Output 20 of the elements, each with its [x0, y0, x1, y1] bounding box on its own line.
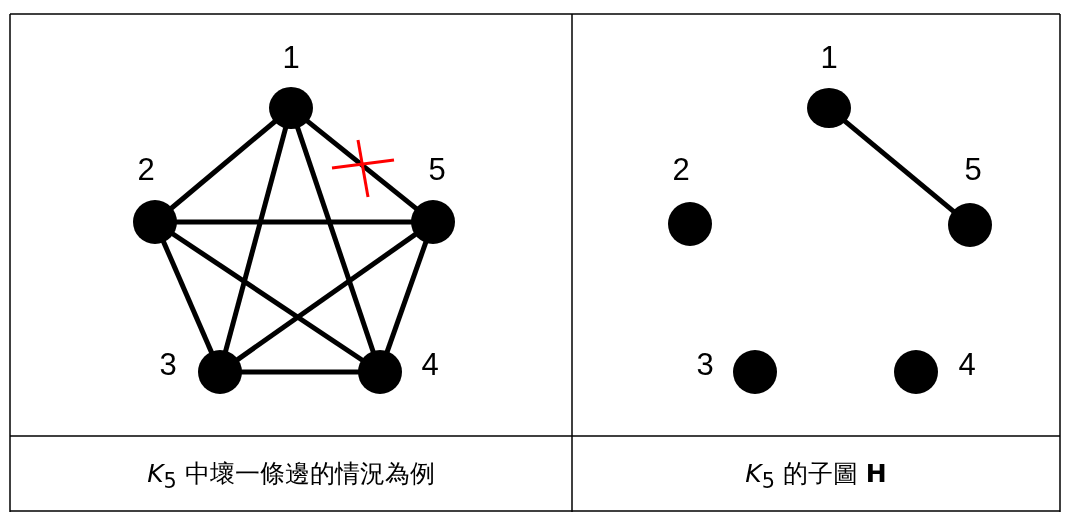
- vertex-number: 1: [282, 41, 300, 75]
- graph-edge: [842, 118, 957, 215]
- vertex-number: 1: [820, 41, 838, 75]
- vertex-number: 2: [672, 153, 690, 187]
- vertex-number: 4: [958, 348, 976, 382]
- vertex-number: 4: [421, 348, 439, 382]
- graph-edge: [168, 118, 278, 212]
- vertex-number: 5: [964, 153, 982, 187]
- caption-text: K$_{5}$ 的子圖 H: [745, 458, 887, 495]
- graph-edge: [294, 125, 377, 355]
- graph-edge: [222, 126, 289, 354]
- graph-edge: [234, 231, 419, 363]
- graph-edge: [160, 239, 215, 355]
- vertex-number: 5: [428, 153, 446, 187]
- vertex-number: 3: [696, 348, 714, 382]
- vertex-number: 3: [159, 348, 177, 382]
- vertex-number: 2: [137, 153, 155, 187]
- graph-edge: [170, 230, 365, 364]
- caption-text: K$_{5}$ 中壞一條邊的情況為例: [147, 458, 435, 495]
- graph-edge: [384, 239, 429, 355]
